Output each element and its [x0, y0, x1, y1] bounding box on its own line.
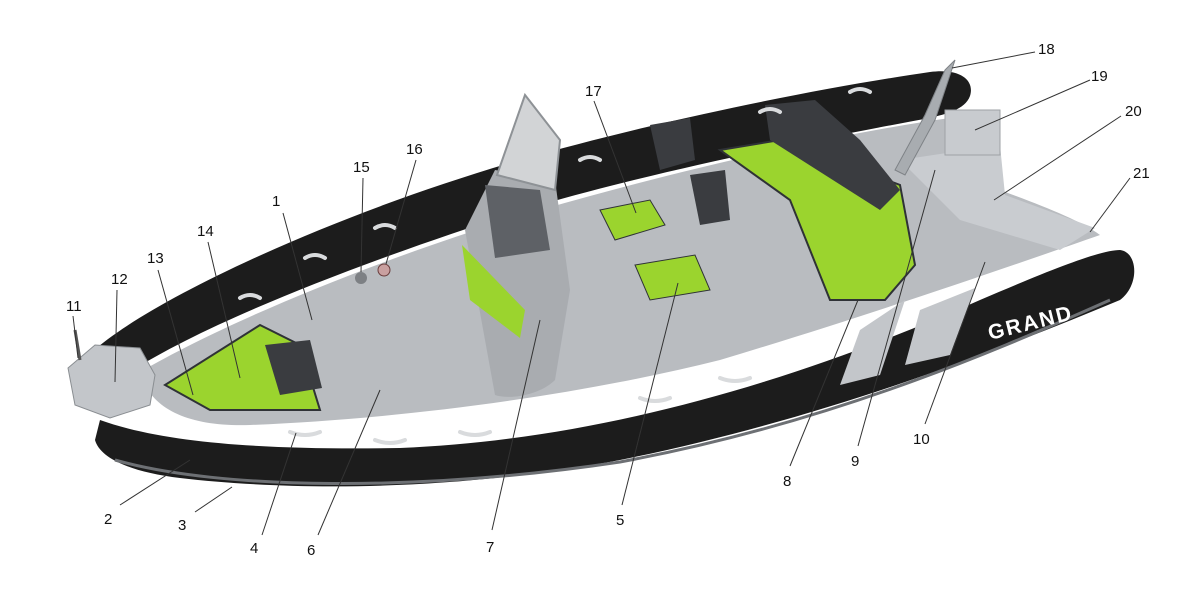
callout-label-14: 14 [197, 223, 214, 240]
leader-line-13 [157, 269, 194, 396]
leader-line-3 [194, 486, 233, 513]
grab-handles [288, 376, 752, 445]
callout-label-13: 13 [147, 250, 164, 267]
tube-stripe-1 [840, 300, 905, 385]
callout-label-4: 4 [250, 540, 259, 557]
helm-seat-1 [599, 199, 666, 241]
leader-line-21 [1089, 177, 1131, 233]
callout-label-16: 16 [406, 141, 423, 158]
helm-seat-back [650, 118, 695, 170]
leader-line-5 [621, 282, 679, 506]
keel-stripe [114, 298, 1111, 486]
callout-label-9: 9 [851, 453, 860, 470]
far-grab-handles [238, 87, 872, 300]
ski-pole [894, 59, 956, 176]
leader-line-6 [317, 389, 381, 536]
callout-label-15: 15 [353, 159, 370, 176]
leader-line-7 [491, 319, 541, 531]
callout-label-8: 8 [783, 473, 792, 490]
leader-line-12 [114, 289, 118, 383]
leader-line-14 [207, 241, 241, 379]
callout-label-10: 10 [913, 431, 930, 448]
valve-red [377, 263, 391, 277]
outboard-bracket [944, 109, 1001, 156]
callout-label-7: 7 [486, 539, 495, 556]
callout-label-20: 20 [1125, 103, 1142, 120]
leader-lines [72, 51, 1131, 536]
callout-label-3: 3 [178, 517, 187, 534]
bow-fitting [73, 329, 82, 361]
rear-bench-back [765, 100, 900, 210]
leader-line-17 [593, 100, 637, 214]
leader-line-11 [72, 315, 79, 359]
tube-stripe-2 [905, 288, 975, 365]
console-green-panel [462, 245, 525, 338]
near-tube [95, 250, 1135, 487]
callout-label-2: 2 [104, 511, 113, 528]
anchor-locker [67, 344, 156, 419]
console-windshield [495, 92, 562, 192]
leader-line-2 [119, 459, 191, 506]
callout-label-6: 6 [307, 542, 316, 559]
helm-seat-2 [634, 254, 711, 301]
callout-label-17: 17 [585, 83, 602, 100]
console-screen [485, 185, 550, 258]
callout-label-18: 18 [1038, 41, 1055, 58]
callout-label-5: 5 [616, 512, 625, 529]
callout-label-11: 11 [66, 298, 82, 315]
leader-line-19 [974, 79, 1091, 131]
leader-line-18 [951, 51, 1036, 69]
callout-label-12: 12 [111, 271, 128, 288]
leader-line-10 [924, 261, 986, 425]
leader-line-4 [261, 432, 297, 536]
leader-line-8 [789, 299, 859, 467]
leader-line-9 [857, 169, 936, 447]
leader-line-20 [993, 115, 1122, 201]
leader-line-15 [360, 177, 364, 273]
callout-label-19: 19 [1091, 68, 1108, 85]
callout-label-21: 21 [1133, 165, 1150, 182]
helm-seat-back-2 [690, 170, 730, 225]
valve-grey [355, 272, 367, 284]
leader-line-1 [282, 212, 313, 321]
callout-label-1: 1 [272, 193, 281, 210]
bow-cushion-back [265, 340, 322, 395]
leader-line-16 [385, 159, 417, 265]
